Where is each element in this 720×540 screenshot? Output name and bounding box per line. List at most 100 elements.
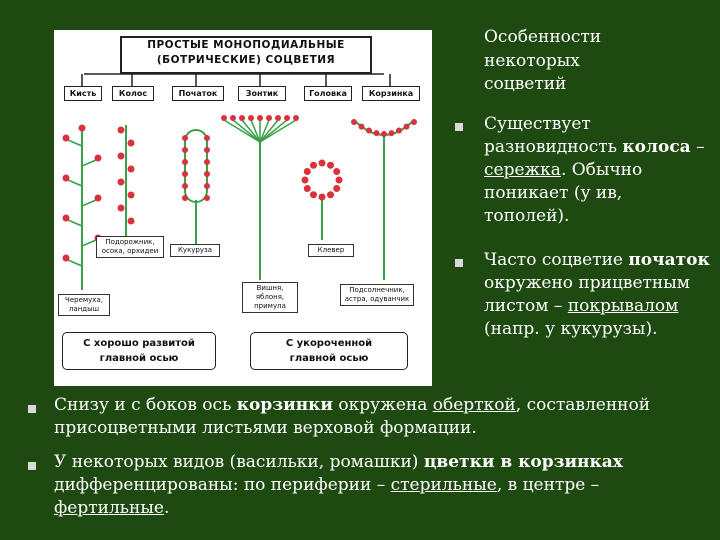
spike-flower [117, 178, 125, 186]
head-flower [301, 176, 309, 184]
inflorescence-figure: ПРОСТЫЕ МОНОПОДИАЛЬНЫЕ (БОТРИЧЕСКИЕ) СОЦ… [54, 30, 432, 386]
raceme-flower [62, 134, 70, 142]
head-flower [333, 168, 341, 175]
label-klever: Клевер [308, 244, 354, 257]
b4-post: . [163, 498, 170, 518]
category-zontik: Зонтик [238, 86, 286, 101]
raceme-flower [94, 194, 102, 202]
raceme-flower [62, 214, 70, 222]
basket-flower [388, 130, 395, 137]
b4-mid: дифференцированы: по периферии – [54, 475, 391, 495]
head-flower [333, 185, 341, 192]
b4-link-fertilnye[interactable]: фертильные [54, 498, 164, 518]
head-flower [327, 191, 334, 199]
label-podorozhnik: Подорожник, осока, орхидеи [96, 236, 164, 258]
b3-link-obertka[interactable]: оберткой [432, 395, 516, 415]
b3-bold: корзинки [236, 395, 334, 415]
b3-mid: окружена [333, 395, 433, 415]
basket-flower [373, 130, 380, 137]
b2-link-pokryvalo[interactable]: покрывалом [567, 296, 679, 316]
spadix-flower [204, 135, 210, 141]
spike-flower [127, 139, 135, 147]
head-flower [318, 159, 326, 167]
basket-flower [381, 131, 387, 137]
spike-flower [127, 165, 135, 173]
stem [67, 259, 83, 267]
axis-shortened: С укороченной главной осью [250, 332, 408, 370]
bullet-4-text: У некоторых видов (васильки, ромашки) цв… [54, 451, 716, 520]
category-kist: Кисть [64, 86, 102, 101]
raceme-flower [78, 124, 86, 132]
b4-link-sterilnye[interactable]: стерильные [390, 475, 497, 495]
spike-flower [117, 204, 125, 212]
b1-bold: колоса [622, 137, 691, 157]
spadix-flower [182, 147, 188, 153]
axis-shortened-line2: главной осью [289, 353, 369, 364]
head-flower [310, 191, 317, 199]
stem [67, 179, 83, 187]
b2-mid: окружено прицветным листом – [484, 273, 691, 316]
b3-pre: Снизу и с боков ось [54, 395, 237, 415]
umbel-flower [248, 115, 254, 121]
umbel-flower [284, 115, 290, 121]
b3-post: , составленной присоцветными листьями ве… [54, 395, 651, 438]
umbel-flower [266, 115, 272, 121]
head-flower [327, 161, 334, 169]
bullet-3-text: Снизу и с боков ось корзинки окружена об… [54, 394, 716, 440]
b2-pre: Часто соцветие [484, 250, 629, 270]
category-pochatok: Початок [172, 86, 224, 101]
category-kolos: Колос [112, 86, 154, 101]
spadix-flower [204, 195, 210, 201]
spadix-flower [182, 171, 188, 177]
b2-bold: початок [628, 250, 710, 270]
stem [67, 219, 83, 227]
head-flower [303, 168, 311, 175]
b1-link-serezhka[interactable]: сережка [484, 160, 561, 180]
figure-title: ПРОСТЫЕ МОНОПОДИАЛЬНЫЕ (БОТРИЧЕСКИЕ) СОЦ… [120, 36, 372, 74]
stem [232, 119, 261, 143]
stem [259, 119, 297, 143]
b1-post: . Обычно поникает (у ив, тополей). [484, 160, 643, 226]
spike-flower [127, 191, 135, 199]
right-column: Особенности некоторых соцветий [482, 26, 712, 97]
stem [67, 139, 83, 147]
basket-flower [403, 123, 410, 130]
stem [223, 119, 261, 143]
stem [241, 119, 261, 143]
basket-flower [351, 119, 357, 125]
axis-developed-line1: С хорошо развитой [83, 338, 195, 349]
b4-bold: цветки в корзинках [423, 452, 623, 472]
spadix-flower [182, 159, 188, 165]
raceme-flower [94, 154, 102, 162]
bullet-4-icon [28, 462, 36, 470]
head-flower [310, 161, 317, 169]
b4-mid2: , в центре – [496, 475, 600, 495]
head-flower [335, 176, 343, 184]
basket-flower [411, 119, 417, 125]
slide-heading: Особенности некоторых соцветий [484, 27, 602, 94]
stem [81, 159, 97, 167]
category-korzinka: Корзинка [362, 86, 420, 101]
spadix-flower [204, 171, 210, 177]
spadix-flower [204, 159, 210, 165]
label-kukuruza: Кукуруза [170, 244, 220, 257]
umbel-flower [239, 115, 245, 121]
spadix-body [184, 129, 208, 203]
b4-pre: У некоторых видов (васильки, ромашки) [54, 452, 424, 472]
umbel-flower [230, 115, 236, 121]
bullet-3-icon [28, 405, 36, 413]
label-cheremukha: Черемуха, ландыш [58, 294, 110, 316]
spike-flower [117, 152, 125, 160]
bullet-2-icon [455, 259, 463, 267]
basket-flower [396, 127, 402, 134]
stem [259, 119, 279, 143]
spike-flower [127, 217, 135, 225]
bullet-1-icon [455, 123, 463, 131]
umbel-flower [275, 115, 281, 121]
spadix-flower [204, 183, 210, 189]
raceme-flower [62, 174, 70, 182]
bullet-2-text: Часто соцветие початок окружено прицветн… [484, 249, 710, 341]
basket-flower [358, 123, 365, 130]
basket-flower [366, 127, 372, 134]
head-flower [303, 185, 311, 192]
